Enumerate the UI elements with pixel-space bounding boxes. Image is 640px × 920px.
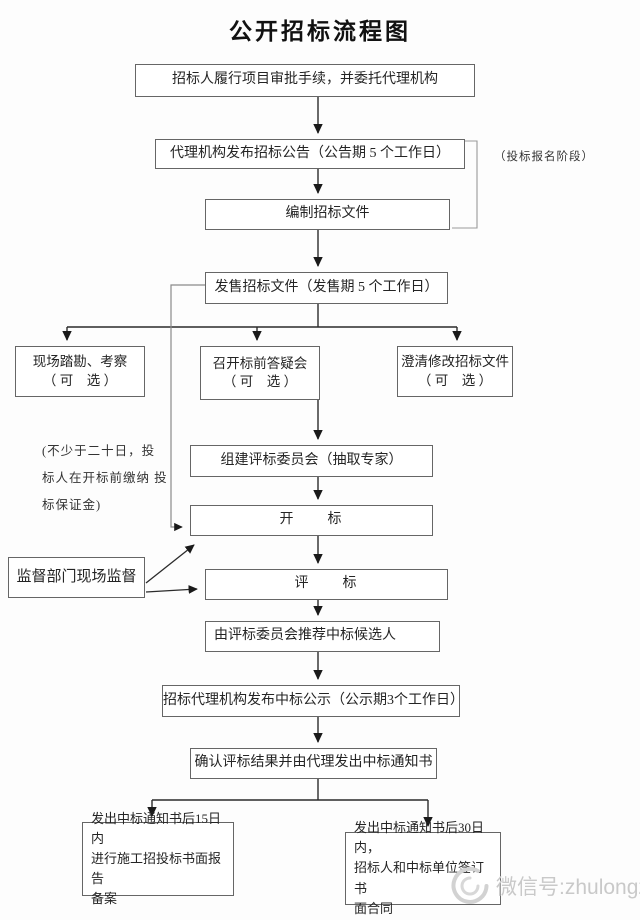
node-label: 监督部门现场监督 — [16, 569, 137, 586]
node-onsite-supervision: 监督部门现场监督 — [8, 557, 145, 598]
node-sign-contract: 发出中标通知书后30日内， 招标人和中标单位签订书 面合同 — [345, 820, 501, 916]
node-label-line1: 召开标前答疑会 — [212, 355, 308, 371]
node-label: 开 标 — [279, 512, 344, 528]
node-clarify-documents: 澄清修改招标文件 （ 可 选 ） — [397, 346, 513, 397]
node-label-line1: 澄清修改招标文件 — [401, 354, 509, 370]
bid-deposit-note-line3: 投标保证金) — [42, 471, 168, 512]
node-label: 由评标委员会推荐中标候选人 — [214, 628, 396, 644]
node-winner-publicity: 招标代理机构发布中标公示（公示期3个工作日） — [162, 685, 464, 717]
node-sell-documents: 发售招标文件（发售期 5 个工作日） — [205, 272, 448, 304]
node-recommend-candidates: 由评标委员会推荐中标候选人 — [205, 621, 440, 652]
node-qa-meeting: 召开标前答疑会 （ 可 选 ） — [200, 346, 320, 400]
node-label: 编制招标文件 — [285, 206, 370, 222]
node-label-line1: 发出中标通知书后15日内 — [91, 810, 222, 846]
node-label: 招标人履行项目审批手续，并委托代理机构 — [172, 72, 438, 88]
node-label-line2: 招标人和中标单位签订书 — [354, 860, 485, 896]
node-label-line2: （ 可 选 ） — [417, 372, 493, 388]
node-label-line2: （ 可 选 ） — [222, 374, 298, 389]
node-label-line1: 现场踏勘、考察 — [32, 354, 128, 370]
node-bid-evaluation: 评 标 — [205, 569, 448, 600]
node-label: 组建评标委员会（抽取专家） — [220, 452, 403, 468]
node-label: 招标代理机构发布中标公示（公示期3个工作日） — [163, 692, 464, 708]
node-label-line2: 进行施工招投标书面报告 — [91, 850, 222, 887]
page-title: 公开招标流程图 — [229, 19, 411, 44]
node-prepare-documents: 编制招标文件 — [205, 199, 450, 230]
node-evaluation-committee: 组建评标委员会（抽取专家） — [190, 445, 433, 477]
bid-deposit-note-line2: 标人在开标前缴纳 — [42, 471, 151, 485]
node-label-line2: （ 可 选 ） — [42, 372, 118, 388]
registration-phase-note: （投标报名阶段） — [494, 151, 594, 163]
bid-deposit-note: (不少于二十日，投 标人在开标前缴纳 投标保证金) — [42, 438, 172, 519]
node-label-line3: 备案 — [91, 891, 118, 907]
node-bid-opening: 开 标 — [190, 505, 433, 536]
node-site-survey: 现场踏勘、考察 （ 可 选 ） — [15, 346, 145, 397]
node-label: 确认评标结果并由代理发出中标通知书 — [194, 755, 433, 771]
node-label: 代理机构发布招标公告（公告期 5 个工作日） — [170, 145, 450, 161]
node-project-approval: 招标人履行项目审批手续，并委托代理机构 — [135, 64, 475, 97]
node-confirm-result: 确认评标结果并由代理发出中标通知书 — [190, 748, 437, 779]
bid-deposit-note-line1: (不少于二十日，投 — [42, 444, 156, 458]
node-label-line1: 发出中标通知书后30日内， — [354, 820, 485, 856]
node-written-report-filing: 发出中标通知书后15日内 进行施工招投标书面报告 备案 — [82, 811, 234, 906]
node-label: 评 标 — [294, 576, 359, 592]
node-tender-announcement: 代理机构发布招标公告（公告期 5 个工作日） — [155, 139, 465, 169]
node-label: 发售招标文件（发售期 5 个工作日） — [214, 279, 439, 295]
node-label-line3: 面合同 — [354, 900, 394, 916]
